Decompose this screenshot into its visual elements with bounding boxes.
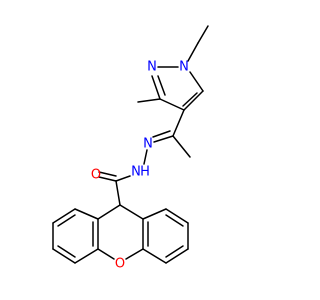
bond-ethyl-ch3 bbox=[197, 25, 209, 44]
bond-rr-2 bbox=[142, 208, 167, 220]
bond-co-2 bbox=[98, 171, 117, 177]
bond-c9-right bbox=[119, 204, 144, 220]
bonds bbox=[52, 25, 209, 264]
atom-n-amide: N bbox=[131, 165, 141, 180]
bond-rr-5-inner bbox=[165, 245, 184, 258]
molecule-structure: N N N N H O O bbox=[52, 25, 209, 272]
atom-n-pyrazole-1: N bbox=[179, 60, 189, 75]
atom-n-hydrazone: N bbox=[143, 137, 153, 152]
bond-lr-1 bbox=[74, 208, 99, 220]
bond-imine-c-methyl bbox=[172, 135, 191, 158]
bond-c3-n2-inner bbox=[157, 75, 166, 96]
bond-c3-n2 bbox=[151, 75, 161, 100]
bond-nh-carbonyl bbox=[115, 175, 131, 182]
bond-rr-3-inner bbox=[165, 214, 184, 227]
bond-n1-c5 bbox=[189, 71, 204, 92]
atom-o-xanthene: O bbox=[115, 257, 125, 272]
bond-c5-c4 bbox=[183, 90, 204, 111]
bond-rr-6 bbox=[142, 248, 167, 264]
bond-c-n-double-1 bbox=[153, 135, 174, 143]
bond-c4-c3 bbox=[159, 98, 185, 111]
atom-h-amide: H bbox=[140, 165, 150, 180]
bond-co-1 bbox=[98, 176, 117, 182]
bond-lr-5 bbox=[74, 248, 99, 264]
bond-lr-o bbox=[97, 248, 115, 260]
atom-n-pyrazole-2: N bbox=[147, 60, 157, 75]
molecule-structure-canvas: N N N N H O O bbox=[52, 25, 209, 272]
bond-lr-2 bbox=[52, 208, 76, 224]
bond-lr-2-inner bbox=[57, 214, 76, 227]
bond-ethyl-ch2-n bbox=[187, 42, 199, 62]
bond-carbonyl-c9 bbox=[115, 180, 121, 206]
bond-c9-left bbox=[97, 204, 121, 220]
bond-c-n-double-2 bbox=[152, 130, 171, 138]
bond-n-n bbox=[143, 149, 148, 165]
bond-lr-4 bbox=[52, 248, 76, 264]
bond-rr-5 bbox=[165, 248, 189, 264]
bond-lr-4-inner bbox=[57, 245, 76, 258]
bond-rr-3 bbox=[165, 208, 189, 224]
atom-o-carbonyl: O bbox=[91, 168, 101, 183]
bond-methyl bbox=[137, 98, 161, 103]
atom-labels: N N N N H O O bbox=[91, 60, 189, 272]
bond-c5-c4-inner bbox=[182, 92, 198, 107]
bond-c4-imine-c bbox=[172, 109, 185, 137]
bond-o-rr bbox=[125, 248, 144, 260]
